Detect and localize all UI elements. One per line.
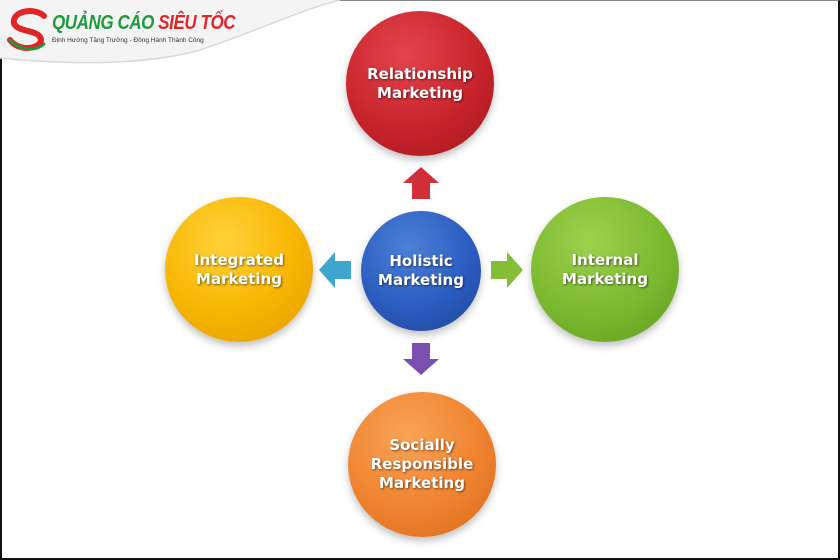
node-socially-responsible-marketing: Socially Responsible Marketing bbox=[348, 392, 496, 537]
node-integrated-marketing: Integrated Marketing bbox=[165, 197, 313, 342]
brand-banner: QUẢNG CÁO SIÊU TỐC Định Hướng Tăng Trưởn… bbox=[0, 0, 340, 70]
arrow-down-icon bbox=[403, 343, 439, 375]
center-label: Holistic Marketing bbox=[378, 252, 464, 289]
node-internal-marketing: Internal Marketing bbox=[531, 197, 679, 342]
arrow-right-icon bbox=[491, 252, 523, 288]
node-label: Integrated Marketing bbox=[194, 250, 284, 288]
node-label: Socially Responsible Marketing bbox=[370, 436, 474, 492]
arrow-up-icon bbox=[403, 167, 439, 199]
node-holistic-marketing: Holistic Marketing bbox=[361, 211, 481, 331]
brand-name: QUẢNG CÁO SIÊU TỐC bbox=[52, 12, 236, 35]
node-label: Internal Marketing bbox=[562, 250, 648, 288]
node-label: Relationship Marketing bbox=[367, 64, 473, 102]
logo-s-icon bbox=[7, 8, 47, 51]
brand-name-part1: QUẢNG CÁO bbox=[52, 12, 159, 34]
brand-tagline: Định Hướng Tăng Trưởng - Đồng Hành Thành… bbox=[52, 37, 204, 44]
banner-swoosh-icon bbox=[0, 0, 340, 64]
brand-name-part2: SIÊU TỐC bbox=[158, 12, 236, 34]
arrow-left-icon bbox=[319, 252, 351, 288]
node-relationship-marketing: Relationship Marketing bbox=[346, 11, 494, 156]
